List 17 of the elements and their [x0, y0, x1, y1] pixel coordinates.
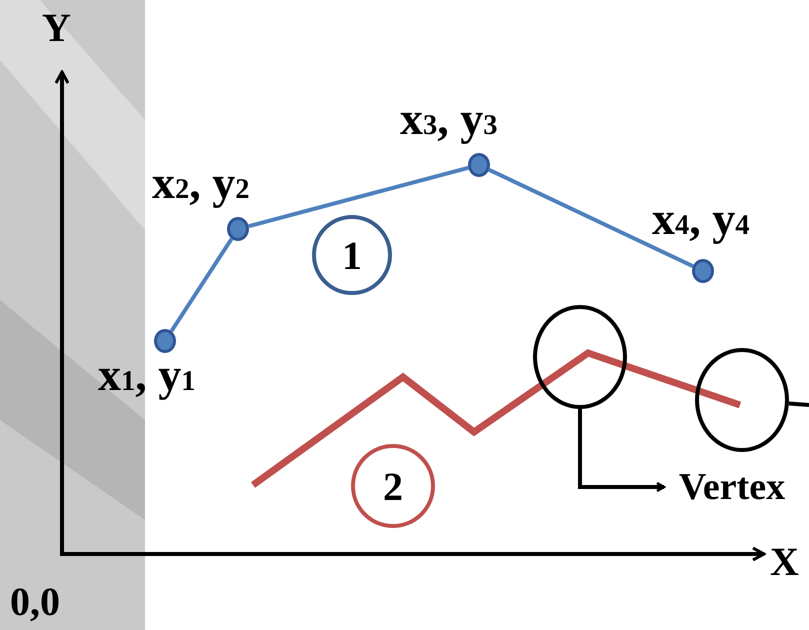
line-segment: [248, 166, 469, 228]
leader-line: [788, 402, 809, 407]
data-point: [227, 217, 249, 241]
data-point: [468, 153, 490, 177]
leader-line: [578, 409, 666, 492]
line-segment: [170, 238, 234, 332]
data-point: [154, 329, 176, 353]
callout-text: Vertex: [664, 463, 800, 511]
axis-label: X: [770, 542, 799, 582]
data-point: [692, 259, 714, 283]
axis-label: Y: [42, 8, 71, 48]
number-circle: 1: [312, 215, 392, 295]
number-circle: 2: [351, 444, 435, 528]
origin-label: 0,0: [10, 582, 60, 622]
highlight-circle: [533, 305, 627, 409]
highlight-circle: [695, 348, 789, 452]
line-segment: [488, 168, 694, 268]
